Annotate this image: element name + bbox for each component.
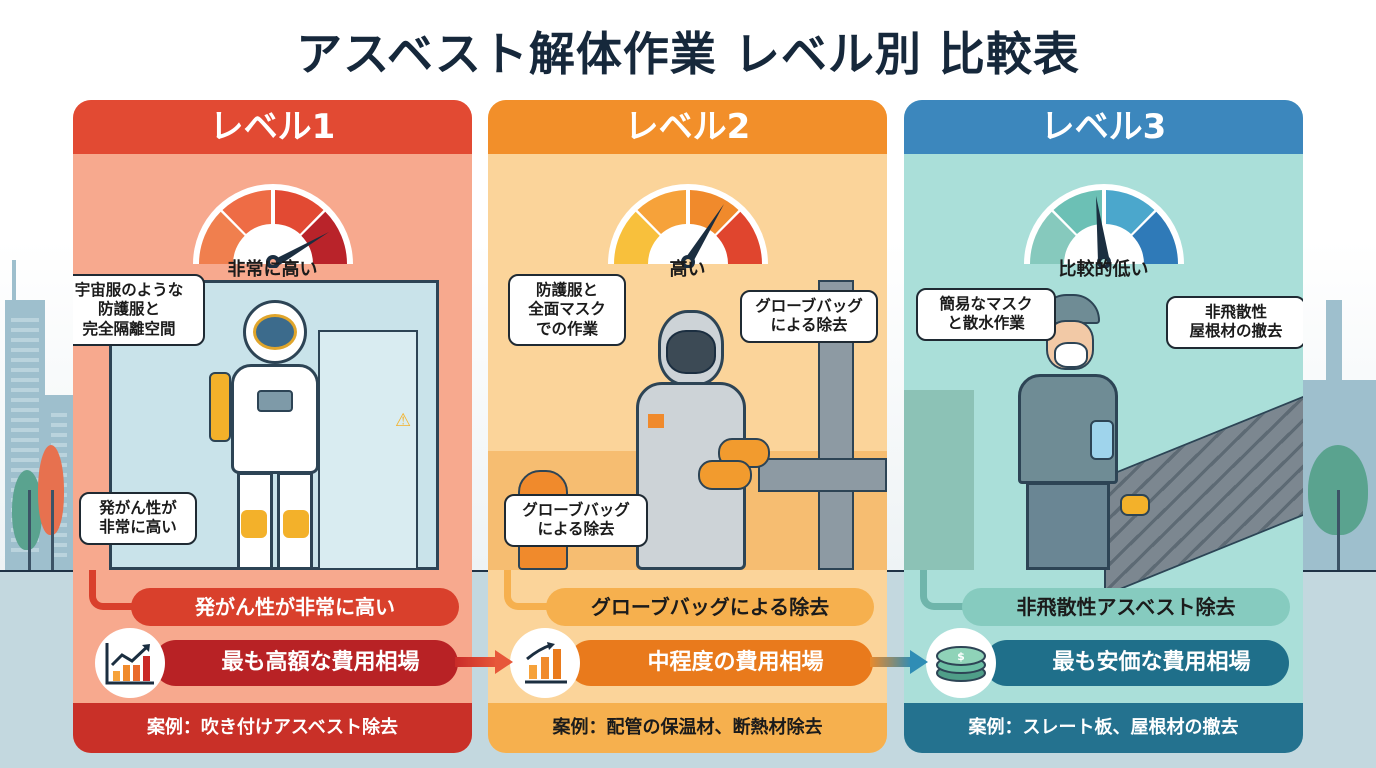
background-building — [12, 260, 16, 300]
suit-patch — [648, 414, 664, 428]
hazmat-worker-level-2 — [618, 310, 788, 570]
body-suit — [231, 364, 319, 474]
svg-text:$: $ — [957, 650, 965, 663]
risk-level-label: 高い — [669, 259, 706, 280]
tree-trunk — [1337, 490, 1340, 570]
booth-door — [318, 330, 418, 570]
level-2-illustration: 防護服と 全面マスク での作業 グローブバッグ による除去 グローブバッグ によ… — [488, 274, 887, 570]
gauge-icon — [608, 184, 768, 269]
risk-level-label: 比較的低い — [1058, 259, 1149, 280]
knee-pad — [241, 510, 267, 538]
glove — [1120, 494, 1150, 516]
cost-summary: 中程度の費用相場 — [568, 640, 873, 686]
work-pants — [1026, 482, 1110, 570]
speech-bubble: 非飛散性 屋根材の撤去 — [1166, 296, 1303, 349]
risk-gauge — [602, 176, 774, 269]
level-3-illustration: 簡易なマスク と散水作業 非飛散性 屋根材の撤去 — [904, 280, 1303, 597]
speech-bubble: 防護服と 全面マスク での作業 — [508, 274, 626, 347]
level-2-header: レベル2 — [488, 100, 887, 154]
risk-summary: グローブバッグによる除去 — [546, 588, 874, 626]
air-tank — [209, 372, 231, 442]
background-chimney — [1326, 300, 1342, 380]
cost-summary: 最も高額な費用相場 — [153, 640, 458, 686]
risk-summary: 非飛散性アスベスト除去 — [962, 588, 1290, 626]
level-1-illustration: ⚠ 宇宙服のような 防護服と 完全隔離空間 発がん性が 非常に高い — [73, 274, 472, 570]
level-3-column: レベル3 比較的低い 簡易なマスク と散水作業 非飛散性 屋根材の撤去 — [904, 100, 1303, 753]
risk-gauge — [1018, 176, 1190, 269]
connector-line — [920, 570, 966, 610]
level-1-header: レベル1 — [73, 100, 472, 154]
full-face-mask — [666, 330, 716, 374]
speech-bubble: 発がん性が 非常に高い — [79, 492, 197, 545]
worker-level-3 — [1004, 294, 1154, 570]
tree-trunk — [51, 490, 54, 570]
visor — [253, 314, 297, 350]
case-example: 案例：配管の保温材、断熱材除去 — [488, 703, 887, 753]
background-tree — [12, 470, 42, 550]
spray-bottle-icon — [1090, 420, 1114, 460]
level-2-column: レベル2 高い 防護服と 全面マスク での作業 グローブバッグ による除去 — [488, 100, 887, 753]
glove — [698, 460, 752, 490]
arrow-right-icon — [870, 650, 928, 674]
case-example: 案例：吹き付けアスベスト除去 — [73, 703, 472, 753]
hazmat-worker-level-1 — [209, 300, 335, 570]
dust-mask — [1054, 342, 1088, 368]
page-title: アスベスト解体作業 レベル別 比較表 — [296, 27, 1080, 81]
gauge-icon — [193, 184, 353, 269]
background-building — [904, 390, 974, 570]
gauge-icon — [1024, 184, 1184, 269]
chart-rising-icon — [95, 628, 165, 698]
speech-bubble: 簡易なマスク と散水作業 — [916, 288, 1056, 341]
case-example: 案例：スレート板、屋根材の撤去 — [904, 703, 1303, 753]
speech-bubble: 宇宙服のような 防護服と 完全隔離空間 — [73, 274, 205, 347]
horizontal-pipe — [758, 458, 887, 492]
knee-pad — [283, 510, 309, 538]
risk-summary: 発がん性が非常に高い — [131, 588, 459, 626]
connector-line — [89, 570, 135, 610]
tree-trunk — [28, 490, 31, 570]
chest-panel — [257, 390, 293, 412]
level-1-column: レベル1 非常に高い ⚠ 宇宙服のような — [73, 100, 472, 753]
connector-line — [504, 570, 550, 610]
speech-bubble: グローブバッグ による除去 — [504, 494, 648, 547]
risk-level-label: 非常に高い — [227, 259, 318, 280]
speech-bubble: グローブバッグ による除去 — [740, 290, 878, 343]
level-3-header: レベル3 — [904, 100, 1303, 154]
chart-bars-icon — [510, 628, 580, 698]
risk-gauge — [187, 176, 359, 269]
money-stack-icon: $ — [926, 628, 996, 698]
cost-summary: 最も安価な費用相場 — [984, 640, 1289, 686]
warning-sign-icon: ⚠ — [395, 410, 412, 431]
arrow-right-icon — [455, 650, 513, 674]
